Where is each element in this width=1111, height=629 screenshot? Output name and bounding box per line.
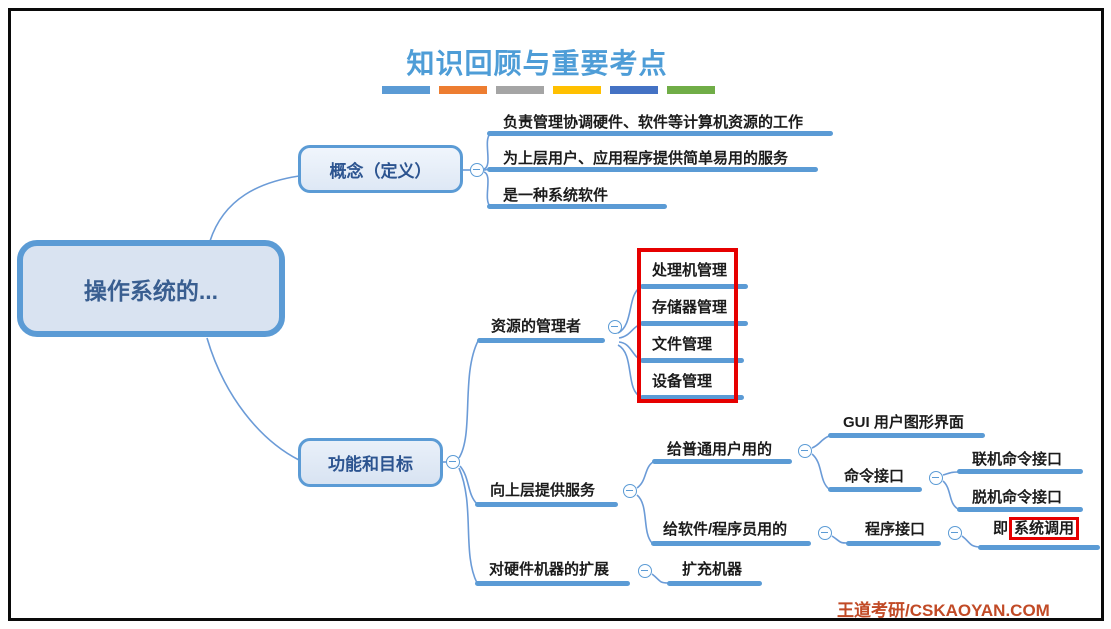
topic-expand-machine[interactable]: 扩充机器 <box>682 561 743 578</box>
syscall-highlight-box: 系统调用 <box>1009 517 1080 540</box>
branch-line <box>640 284 748 289</box>
topic-command-interface[interactable]: 命令接口 <box>844 468 905 485</box>
topic-processor-management[interactable]: 处理机管理 <box>652 262 728 279</box>
topic-hardware-extension[interactable]: 对硬件机器的扩展 <box>489 561 610 578</box>
branch-line <box>640 395 744 400</box>
topic-file-management[interactable]: 文件管理 <box>652 336 713 353</box>
topic-device-management[interactable]: 设备管理 <box>652 373 713 390</box>
topic-resource-manager[interactable]: 资源的管理者 <box>491 318 582 335</box>
branch-line <box>957 507 1083 512</box>
topic-for-programmers[interactable]: 给软件/程序员用的 <box>663 521 788 538</box>
page-border <box>8 8 1104 621</box>
topic-functions-goals[interactable]: 功能和目标 <box>298 438 443 487</box>
collapse-toggle-icon[interactable] <box>446 455 460 469</box>
root-topic-operating-system[interactable]: 操作系统的... <box>17 240 285 337</box>
branch-line <box>957 469 1083 474</box>
title-bar <box>496 86 544 94</box>
topic-provide-services[interactable]: 为上层用户、应用程序提供简单易用的服务 <box>503 150 789 167</box>
topic-system-call[interactable]: 即系统调用 <box>993 517 1080 540</box>
collapse-toggle-icon[interactable] <box>638 564 652 578</box>
branch-line <box>487 167 818 172</box>
title-bar <box>553 86 601 94</box>
branch-line <box>475 581 630 586</box>
topic-services-to-upper-layer[interactable]: 向上层提供服务 <box>490 482 596 499</box>
collapse-toggle-icon[interactable] <box>470 163 484 177</box>
topic-online-command-interface[interactable]: 联机命令接口 <box>972 451 1063 468</box>
collapse-toggle-icon[interactable] <box>929 471 943 485</box>
branch-line <box>487 204 667 209</box>
brand-watermark: 王道考研/CSKAOYAN.COM <box>837 601 1050 620</box>
title-bar <box>667 86 715 94</box>
topic-memory-management[interactable]: 存储器管理 <box>652 299 728 316</box>
collapse-toggle-icon[interactable] <box>623 484 637 498</box>
topic-gui[interactable]: GUI 用户图形界面 <box>843 414 964 431</box>
topic-system-software[interactable]: 是一种系统软件 <box>503 187 609 204</box>
branch-line <box>846 541 941 546</box>
syscall-prefix: 即 <box>993 520 1009 537</box>
topic-concept-definition[interactable]: 概念（定义） <box>298 145 463 193</box>
branch-line <box>828 487 922 492</box>
topic-manage-resources[interactable]: 负责管理协调硬件、软件等计算机资源的工作 <box>503 114 804 131</box>
collapse-toggle-icon[interactable] <box>608 320 622 334</box>
collapse-toggle-icon[interactable] <box>798 444 812 458</box>
branch-line <box>651 541 811 546</box>
branch-line <box>640 321 748 326</box>
branch-line <box>978 545 1100 550</box>
page-title: 知识回顾与重要考点 <box>406 47 668 80</box>
title-bar <box>439 86 487 94</box>
topic-for-ordinary-users[interactable]: 给普通用户用的 <box>667 441 773 458</box>
title-divider-bars <box>382 86 715 94</box>
branch-line <box>477 338 605 343</box>
topic-program-interface[interactable]: 程序接口 <box>865 521 926 538</box>
title-bar <box>610 86 658 94</box>
managers-highlight-box <box>637 248 738 403</box>
branch-line <box>640 358 744 363</box>
branch-line <box>828 433 985 438</box>
collapse-toggle-icon[interactable] <box>948 526 962 540</box>
topic-offline-command-interface[interactable]: 脱机命令接口 <box>972 489 1063 506</box>
branch-line <box>667 581 762 586</box>
branch-line <box>475 502 618 507</box>
branch-line <box>487 131 833 136</box>
title-bar <box>382 86 430 94</box>
collapse-toggle-icon[interactable] <box>818 526 832 540</box>
branch-line <box>652 459 792 464</box>
